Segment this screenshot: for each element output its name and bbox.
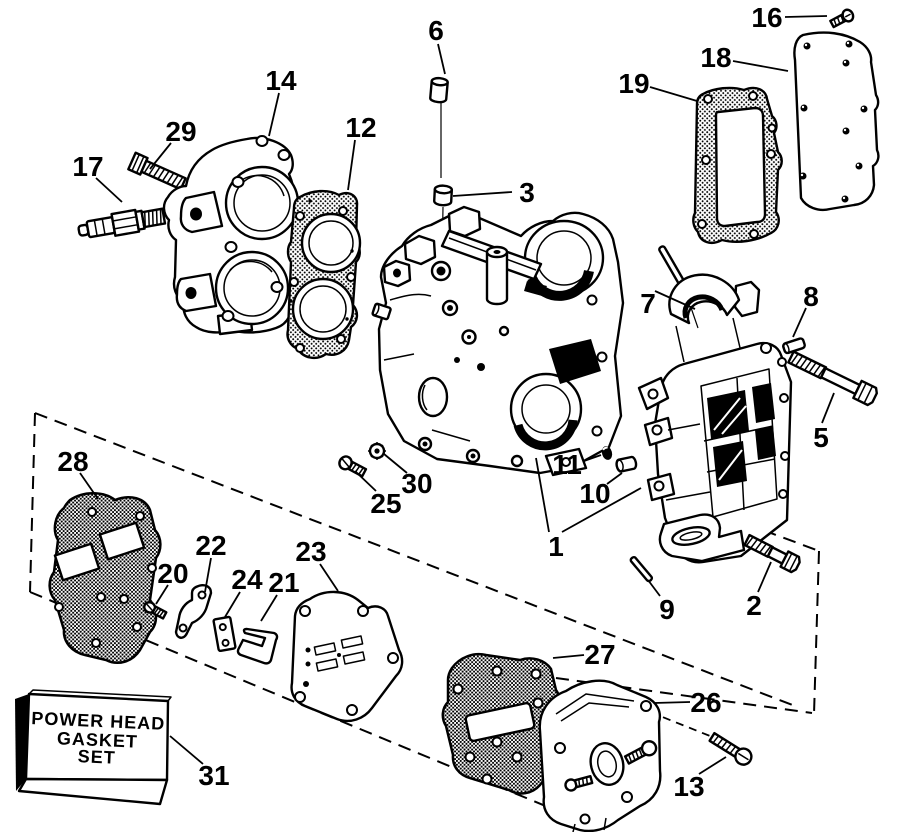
leader-line-26	[653, 701, 691, 704]
part-3-dowel-pin	[433, 184, 454, 207]
part-27-gasket	[441, 652, 561, 795]
leader-line-14	[268, 92, 280, 137]
callout-30: 30	[401, 468, 432, 499]
callout-16: 16	[751, 2, 782, 33]
leader-line-16	[784, 15, 828, 18]
callout-24: 24	[231, 564, 263, 595]
callout-14: 14	[265, 65, 297, 96]
part-10-plug	[615, 455, 638, 473]
part-19-exhaust-gasket	[692, 86, 783, 244]
callout-21: 21	[268, 567, 299, 598]
part-6-dowel-pin	[429, 76, 449, 104]
part-29-bolt	[127, 151, 187, 191]
part-2-bolt	[743, 533, 801, 574]
leader-line-24	[224, 591, 241, 618]
leader-line-25	[354, 470, 377, 492]
part-20-screw	[143, 601, 168, 620]
part-21-clip	[236, 627, 279, 665]
part-23-reed-plate	[290, 590, 404, 723]
callout-1: 1	[548, 531, 564, 562]
leader-line-20	[155, 584, 169, 605]
leader-line-2	[757, 561, 772, 593]
callout-19: 19	[618, 68, 649, 99]
leader-line-30	[383, 453, 408, 474]
callout-2: 2	[746, 590, 762, 621]
part-22-bracket	[174, 584, 213, 639]
callout-7: 7	[640, 288, 656, 319]
callout-29: 29	[165, 116, 196, 147]
part-16-screw	[829, 8, 855, 29]
leader-line-22	[204, 557, 212, 593]
gasket-set-box-line-2: GASKET	[57, 728, 139, 752]
embedded-screw	[564, 774, 594, 792]
leader-line-11	[583, 454, 602, 462]
callout-26: 26	[690, 687, 721, 718]
part-1-crankcase-half	[637, 273, 793, 564]
leader-line-13	[698, 756, 727, 775]
part-9-pin	[629, 555, 654, 583]
callout-12: 12	[345, 112, 376, 143]
part-18-exhaust-cover	[793, 31, 880, 212]
callout-11: 11	[552, 449, 582, 480]
leader-line-5	[821, 392, 835, 424]
part-13-screw	[708, 731, 753, 766]
embedded-screw	[623, 740, 658, 765]
leader-line-1	[535, 457, 550, 533]
part-25-screw	[338, 455, 368, 478]
leader-line-12	[347, 139, 356, 191]
leader-line-23	[319, 563, 339, 592]
leader-line-18	[732, 60, 789, 72]
leader-line-9	[647, 579, 661, 597]
callout-18: 18	[700, 42, 731, 73]
callout-28: 28	[57, 446, 88, 477]
part-26-cover	[538, 679, 662, 832]
leader-line-10	[606, 472, 623, 485]
part-24-plate	[212, 615, 237, 653]
leader-line-31	[169, 735, 204, 765]
callout-6: 6	[428, 15, 444, 46]
part-12-head-gasket	[286, 189, 362, 360]
leader-line-3	[452, 191, 513, 197]
part-14-cylinder-head	[162, 135, 300, 336]
callout-23: 23	[295, 536, 326, 567]
part-11-seal	[601, 446, 613, 460]
part-31-gasket-set-box: POWER HEAD GASKET SET	[15, 689, 172, 806]
leader-line-19	[649, 86, 698, 102]
leader-line-29	[149, 142, 172, 170]
callout-10: 10	[579, 478, 610, 509]
callout-27: 27	[584, 639, 615, 670]
callout-8: 8	[803, 281, 819, 312]
callout-20: 20	[157, 558, 188, 589]
part-17-spark-plug	[77, 207, 167, 239]
leader-line-7	[654, 290, 696, 310]
part-1-cylinder-block	[371, 205, 625, 477]
part-8-pin	[782, 337, 806, 355]
gasket-set-box-line-3: SET	[77, 746, 116, 768]
callout-5: 5	[813, 422, 829, 453]
part-28-gasket	[48, 492, 162, 664]
callout-22: 22	[195, 530, 226, 561]
leader-line-21	[260, 594, 278, 622]
leader-line-27	[552, 654, 585, 659]
callout-25: 25	[370, 488, 401, 519]
leader-line-1	[561, 487, 642, 533]
leader-line-6	[437, 43, 446, 75]
callout-31: 31	[198, 760, 229, 791]
callout-9: 9	[659, 594, 675, 625]
callout-13: 13	[673, 771, 704, 802]
part-30-lock-washer	[368, 442, 386, 460]
leader-line-17	[95, 177, 123, 203]
part-5-bolt	[787, 350, 878, 407]
leader-line-8	[792, 307, 807, 338]
callout-17: 17	[72, 151, 103, 182]
cover-screw-holes	[799, 40, 868, 203]
leader-line-28	[79, 472, 99, 500]
callout-3: 3	[519, 177, 535, 208]
